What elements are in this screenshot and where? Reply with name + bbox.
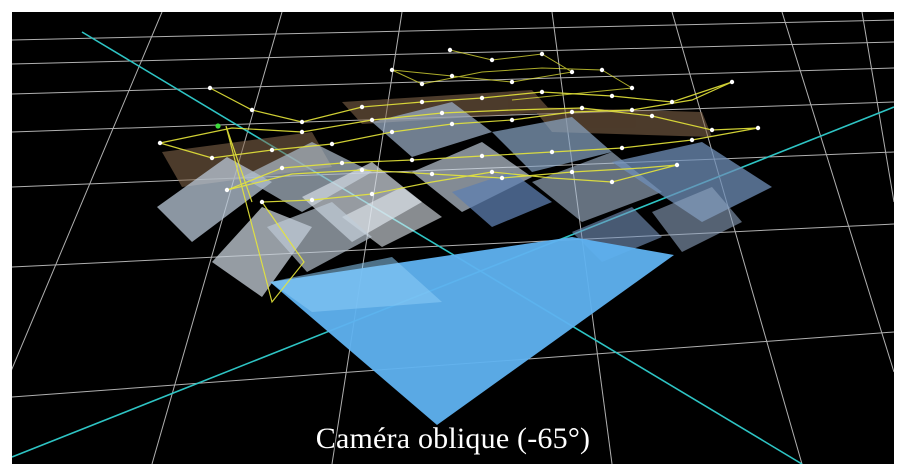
blue-panel-highlight	[270, 257, 442, 312]
oblique-scene	[12, 12, 894, 464]
flight-path-secondary	[391, 49, 634, 101]
start-waypoint	[215, 123, 221, 129]
blue-panel	[270, 237, 674, 425]
elevation-tiles	[157, 102, 772, 297]
waypoints	[157, 47, 761, 205]
3d-viewport[interactable]: Caméra oblique (-65°)	[12, 12, 894, 464]
